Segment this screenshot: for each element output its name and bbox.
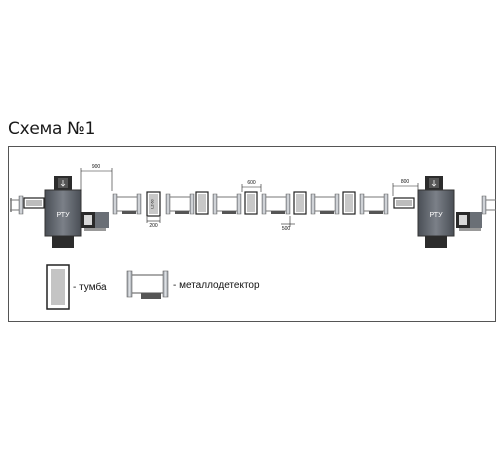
rtu-turnstile-right: РТУ <box>417 176 455 248</box>
tumba-2 <box>195 191 209 215</box>
dimension-500: 500 <box>281 216 295 232</box>
dimension-label: 600 <box>247 180 256 186</box>
dimension-900: 900 <box>80 164 113 191</box>
fence-segment-left <box>10 195 45 215</box>
dimension-600: 600 <box>241 180 262 192</box>
dimension-label: 500 <box>282 226 291 232</box>
dimension-800: 800 <box>392 179 419 196</box>
dimension-label: 900 <box>92 164 101 170</box>
dimension-label: 200 <box>149 223 158 229</box>
tumba-lz60: LZ-60 <box>146 191 161 217</box>
control-panel-right <box>456 212 482 231</box>
control-panel-left <box>81 212 109 231</box>
legend-detector-label: - металлодетектор <box>173 280 260 291</box>
legend-metal-detector: - металлодетектор <box>126 270 260 299</box>
metal-detector-5 <box>310 193 340 215</box>
metal-detector-3 <box>212 193 242 215</box>
tumba-3 <box>244 191 258 215</box>
metal-detector-2 <box>165 193 195 215</box>
metal-detector-6 <box>359 193 389 215</box>
tumba-model-label: LZ-60 <box>151 199 155 208</box>
tumba-5 <box>342 191 356 215</box>
dimension-200: 200 <box>146 217 161 229</box>
scheme-frame <box>8 146 496 322</box>
rtu-label-right: РТУ <box>429 212 443 219</box>
rtu-turnstile-left: РТУ <box>44 176 82 248</box>
legend-tumba: - тумба <box>46 264 107 310</box>
scheme-title: Схема №1 <box>8 119 96 139</box>
metal-detector-4 <box>261 193 291 215</box>
rtu-label-left: РТУ <box>56 212 70 219</box>
metal-detector-1 <box>112 193 142 215</box>
fence-segment-right <box>481 195 496 215</box>
tumba-4 <box>293 191 307 215</box>
legend-tumba-label: - тумба <box>73 281 107 293</box>
dimension-label: 800 <box>401 179 410 185</box>
tumba-right <box>393 197 415 209</box>
